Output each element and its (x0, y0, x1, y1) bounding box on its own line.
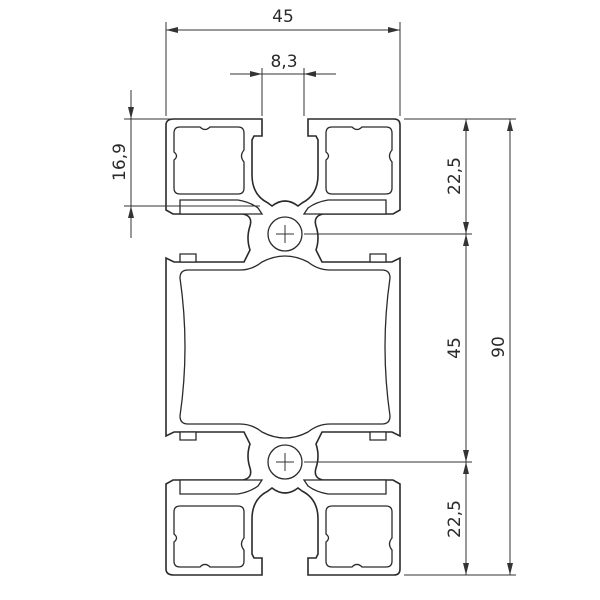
cavity-center (179, 255, 391, 439)
cavity-upper-left (173, 126, 245, 195)
dim-slot-width-label: 8,3 (270, 52, 297, 72)
dim-lower-half-label: 22,5 (445, 500, 465, 538)
slot-lower-left (179, 479, 264, 495)
ledge-mid-left-bottom (179, 431, 197, 441)
ledge-mid-right-bottom (369, 431, 387, 441)
dim-overall-height: 90 (489, 119, 513, 575)
cavity-lower-right (325, 505, 393, 568)
dim-overall-height-label: 90 (489, 336, 509, 358)
dim-lower-half: 22,5 (445, 462, 469, 575)
dim-overall-width: 45 (165, 7, 401, 116)
aluminium-profile (165, 118, 401, 576)
slot-upper-right (302, 199, 387, 215)
dim-overall-width-label: 45 (272, 7, 294, 27)
dim-upper-half: 22,5 (445, 119, 469, 234)
dim-slot-width: 8,3 (230, 52, 336, 116)
ledge-mid-right-top (369, 253, 387, 263)
dim-mid-height-label: 45 (445, 337, 465, 359)
dim-cavity-depth: 16,9 (110, 90, 260, 238)
dim-mid-height: 45 (445, 234, 469, 462)
ledge-mid-left-top (179, 253, 197, 263)
cavity-lower-left (173, 505, 245, 568)
right-extension-lines (304, 118, 516, 576)
cavity-upper-right (325, 126, 393, 195)
dim-cavity-depth-label: 16,9 (110, 143, 130, 181)
dim-upper-half-label: 22,5 (445, 157, 465, 195)
slot-lower-right (302, 479, 387, 495)
slot-upper-left (179, 199, 264, 215)
